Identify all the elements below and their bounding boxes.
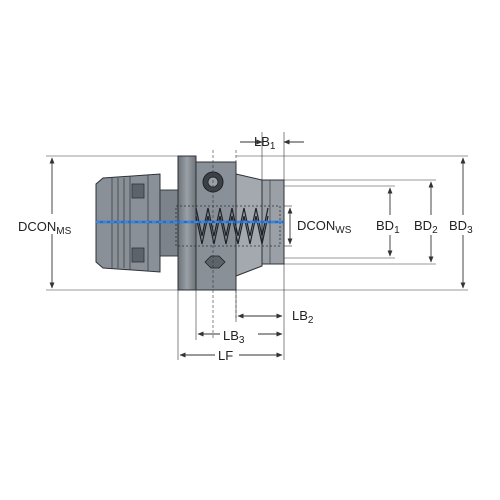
bd2-subscript: 2 [432,225,438,236]
tool-body [95,155,285,291]
lb3-label: LB [223,328,239,343]
shank-slot-top [131,183,145,199]
bd3-label: BD [449,218,467,233]
internal-bore [175,205,281,247]
dim-dcon-ws: DCONWS [287,207,352,245]
dim-lb3: LB3 [197,324,283,346]
lf-label: LF [218,348,233,363]
internal-spring [195,207,269,245]
dim-lf: LF [179,346,283,364]
lb2-label: LB [292,308,308,323]
dcon-ws-subscript: WS [335,225,351,236]
svg-text:DCONMS: DCONMS [18,219,72,237]
lb1-subscript: 1 [270,141,276,152]
shank-slot-bottom [131,247,145,263]
svg-text:BD1: BD1 [376,218,400,236]
bd1-label: BD [376,218,394,233]
bd3-subscript: 3 [467,225,473,236]
dim-lb2: LB2 [237,308,314,326]
dim-bd1: BD1 [374,187,408,257]
lb1-label: LB [254,134,270,149]
dim-bd3: BD3 [446,157,486,289]
diameter-extensions [46,155,468,291]
dcon-ws-label: DCON [297,218,335,233]
svg-text:BD3: BD3 [449,218,473,236]
lb3-subscript: 3 [239,335,245,346]
svg-text:LB2: LB2 [292,308,314,326]
reference-lines [177,132,285,360]
hex-screw-icon [204,255,226,269]
dcon-ms-label: DCON [18,219,56,234]
bd2-label: BD [414,218,432,233]
dcon-ms-subscript: MS [56,226,71,237]
svg-text:LB1: LB1 [254,134,276,152]
bd1-subscript: 1 [394,225,400,236]
lb2-subscript: 2 [308,315,314,326]
svg-text:DCONWS: DCONWS [297,218,352,236]
svg-text:LB3: LB3 [223,328,245,346]
svg-text:BD2: BD2 [414,218,438,236]
dim-bd2: BD2 [412,181,446,263]
dim-lb1: LB1 [240,134,304,152]
dim-dcon-ms: DCONMS [14,157,92,289]
